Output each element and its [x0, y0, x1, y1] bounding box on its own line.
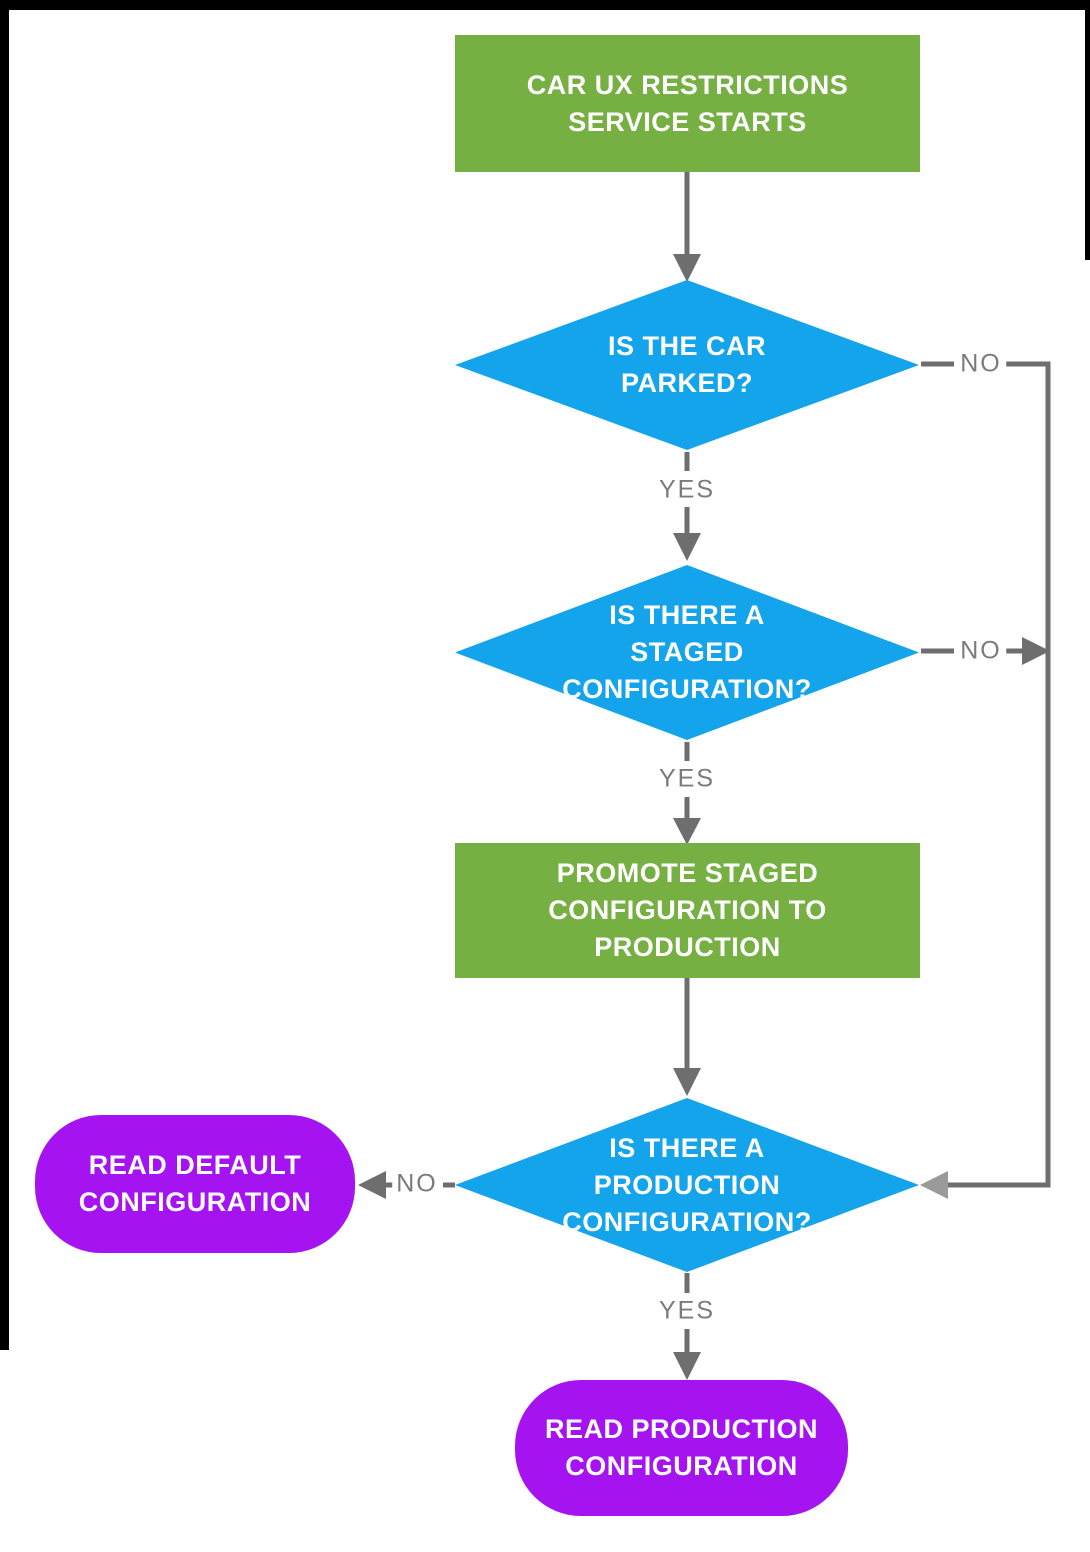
arrowhead-into-read-default — [358, 1171, 386, 1199]
node-label-line: READ DEFAULT — [88, 1150, 302, 1180]
terminal-node-read-default: READ DEFAULT CONFIGURATION — [35, 1115, 355, 1253]
arrowhead-into-staged — [673, 533, 701, 561]
node-label-line: READ PRODUCTION — [544, 1414, 818, 1444]
arrowhead-into-read-production — [673, 1352, 701, 1380]
node-label-line: IS THERE A — [609, 1132, 765, 1163]
edge-label-no: NO — [956, 636, 1006, 666]
node-label-line: IS THE CAR — [607, 331, 766, 361]
node-label-line: CONFIGURATION? — [562, 1206, 812, 1237]
frame-right-border — [1085, 0, 1090, 260]
terminal-node-read-production: READ PRODUCTION CONFIGURATION — [515, 1380, 848, 1516]
edge-parked-no-line — [948, 361, 1051, 1188]
edge-label-yes: YES — [654, 475, 720, 505]
process-node-service-starts: CAR UX RESTRICTIONS SERVICE STARTS — [455, 35, 920, 172]
node-label-line: CONFIGURATION? — [562, 674, 812, 704]
edge-label-yes: YES — [654, 1296, 720, 1326]
frame-left-border — [0, 0, 9, 1350]
arrowhead-into-promote — [673, 818, 701, 845]
frame-top-border — [0, 0, 1090, 10]
node-label-line: CONFIGURATION — [78, 1187, 312, 1217]
node-label-line: SERVICE STARTS — [568, 106, 807, 137]
process-node-promote-staged: PROMOTE STAGED CONFIGURATION TO PRODUCTI… — [455, 843, 920, 978]
arrowhead-into-parked — [673, 254, 701, 282]
node-label-line: PRODUCTION — [593, 1169, 781, 1200]
edge-label-yes: YES — [654, 764, 720, 794]
arrowhead-into-production-right — [920, 1171, 948, 1199]
node-label-line: CONFIGURATION — [565, 1451, 798, 1481]
node-label-line: IS THERE A — [609, 600, 765, 630]
node-label-line: CONFIGURATION TO PRODUCTION — [548, 895, 827, 962]
node-label-line: PARKED? — [620, 368, 753, 398]
arrowhead-into-production-top — [673, 1068, 701, 1096]
edge-label-no: NO — [956, 349, 1006, 379]
node-label-line: PROMOTE STAGED — [556, 858, 819, 888]
arrowhead-staged-no-merge — [1022, 637, 1050, 665]
edge-label-no: NO — [392, 1169, 442, 1199]
node-label-line: STAGED — [630, 637, 744, 667]
node-label-line: CAR UX RESTRICTIONS — [526, 69, 849, 100]
